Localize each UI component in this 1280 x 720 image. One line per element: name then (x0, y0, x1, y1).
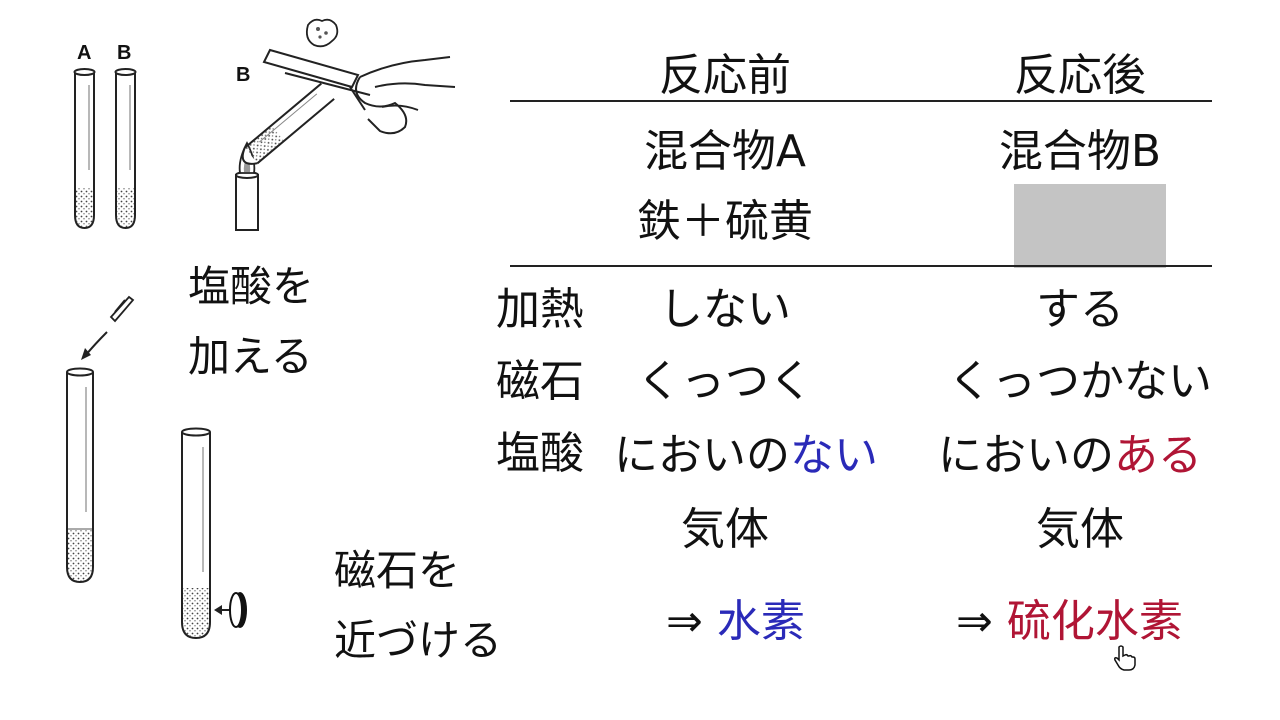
instruction-add-acid-line1: 塩酸を (188, 262, 315, 311)
heating-before: しない (659, 284, 791, 335)
row-label-heating: 加熱 (496, 284, 584, 335)
result-after-value: 硫化水素 (1006, 596, 1183, 647)
instruction-magnet-line1: 磁石を (334, 546, 461, 595)
table-middle-divider (510, 265, 1212, 267)
heating-apparatus (235, 18, 456, 231)
mixture-after: 混合物B (998, 126, 1162, 177)
result-after-arrow: ⇒ (956, 596, 993, 647)
acid-after-prefix: においの (938, 430, 1114, 481)
magnet-after: くっつかない (948, 356, 1212, 407)
acid-before: においのない (614, 434, 878, 478)
result-after: ⇒ 硫化水素 (956, 600, 1183, 644)
row-label-acid: 塩酸 (496, 428, 584, 479)
instruction-magnet-line2: 近づける (334, 616, 503, 665)
gas-before: 気体 (681, 504, 769, 555)
acid-test-tube (66, 367, 94, 584)
mixture-before: 混合物A (643, 126, 807, 177)
contents-before: 鉄＋硫黄 (637, 196, 813, 247)
tube-b-label: B (117, 42, 132, 64)
instruction-add-acid-line2: 加える (188, 332, 313, 381)
gas-after: 気体 (1036, 504, 1124, 555)
test-tubes-a-b (73, 68, 137, 230)
heating-after: する (1036, 284, 1124, 335)
acid-after-highlight: ある (1114, 430, 1202, 481)
magnet-test-tube (181, 427, 247, 640)
tube-a-label: A (77, 42, 92, 64)
acid-before-prefix: においの (614, 430, 790, 481)
acid-before-highlight: ない (790, 430, 878, 481)
header-before: 反応前 (659, 50, 791, 101)
hidden-answer-box (1014, 184, 1166, 268)
hand-cursor-icon (1114, 645, 1136, 671)
magnet-before: くっつく (637, 356, 813, 407)
result-before-value: 水素 (716, 596, 805, 647)
row-label-magnet: 磁石 (496, 356, 584, 407)
heated-tube-label: B (236, 64, 251, 86)
dropper-arrow (81, 295, 135, 360)
result-before-arrow: ⇒ (666, 596, 703, 647)
result-before: ⇒ 水素 (666, 600, 805, 644)
header-after: 反応後 (1014, 50, 1146, 101)
table-top-divider (510, 100, 1212, 102)
acid-after: においのある (938, 434, 1202, 478)
